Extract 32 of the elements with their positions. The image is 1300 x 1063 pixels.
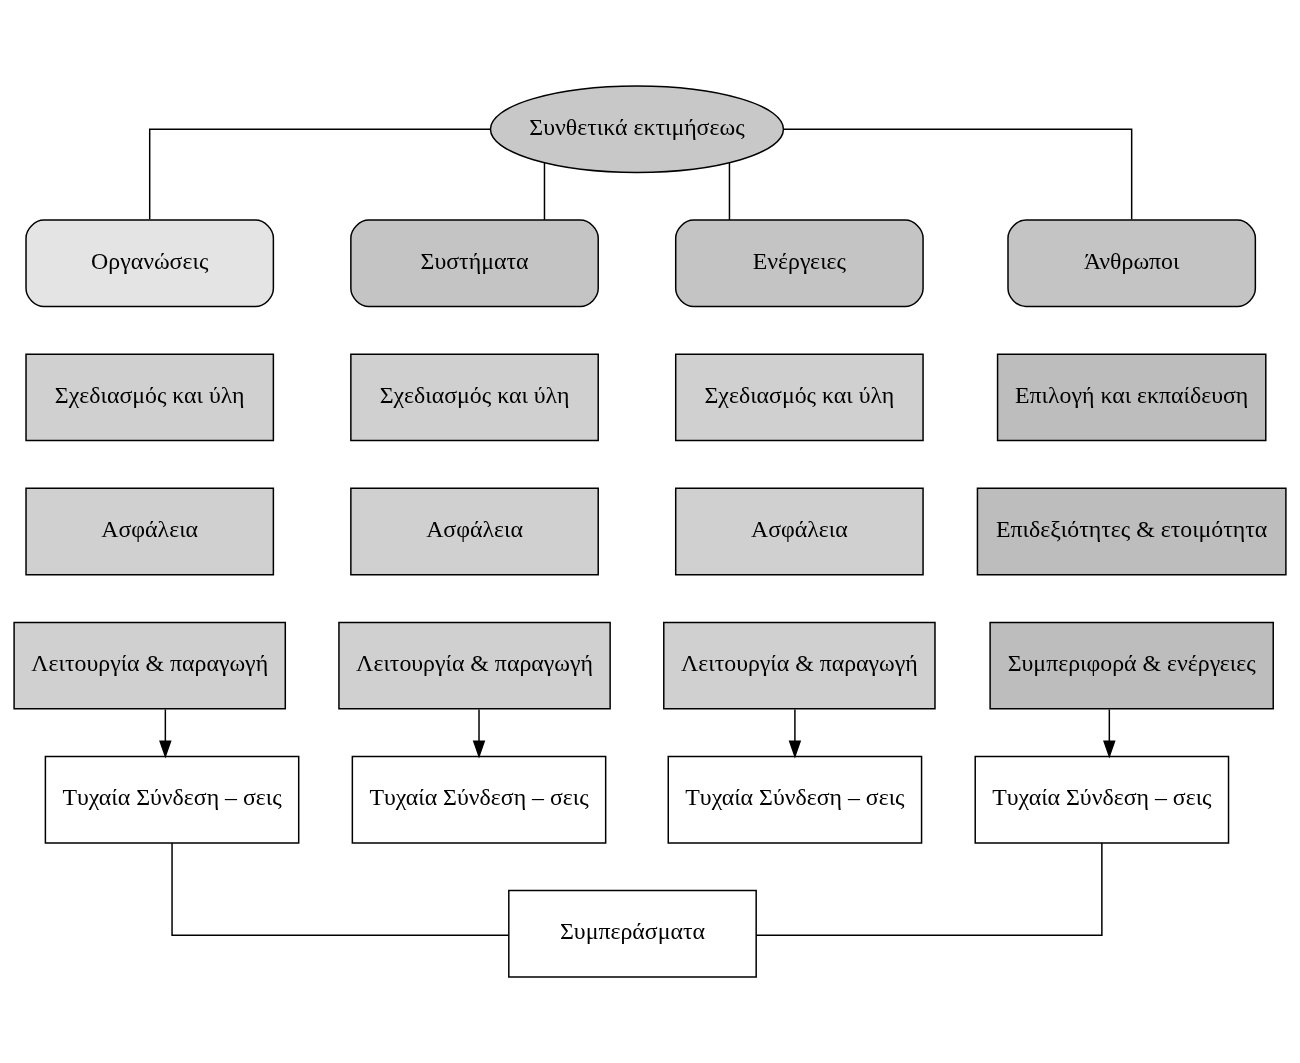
node-box: Λειτουργία & παραγωγή: [338, 621, 611, 710]
node-box: Επιλογή και εκπαίδευση: [996, 353, 1267, 442]
arrow: [159, 708, 172, 759]
node-box: Ασφάλεια: [674, 487, 924, 576]
arrow: [788, 708, 802, 759]
node-box: Συμπεριφορά & ενέργειες: [989, 621, 1274, 710]
node-box: Ασφάλεια: [25, 487, 275, 576]
node-box: Οργανώσεις: [25, 219, 275, 308]
node-box: Λειτουργία & παραγωγή: [663, 621, 936, 710]
node-box: Τυχαία Σύνδεση – σεις: [667, 755, 923, 844]
connector: [171, 842, 510, 937]
node-box: Σχεδιασμός και ύλη: [350, 353, 599, 442]
node-box: Επιδεξιότητες & ετοιμότητα: [976, 487, 1287, 576]
node-box: Σχεδιασμός και ύλη: [25, 353, 275, 442]
node-box: Τυχαία Σύνδεση – σεις: [351, 755, 607, 844]
connector: [148, 128, 491, 221]
arrow: [472, 708, 486, 759]
node-box: Συμπεράσματα: [508, 889, 757, 978]
connector: [755, 842, 1103, 937]
node-ellipse: Συνθετικά εκτιμήσεως: [489, 85, 785, 174]
node-box: Λειτουργία & παραγωγή: [13, 621, 287, 710]
connector: [728, 162, 731, 221]
connector: [543, 162, 546, 221]
node-box: Ενέργειες: [674, 219, 924, 308]
node-box: Σχεδιασμός και ύλη: [674, 353, 924, 442]
arrow: [1103, 708, 1116, 759]
connector: [782, 128, 1133, 221]
node-box: Τυχαία Σύνδεση – σεις: [44, 755, 300, 844]
node-box: Τυχαία Σύνδεση – σεις: [974, 755, 1230, 844]
node-box: Συστήματα: [350, 219, 599, 308]
node-box: Ασφάλεια: [350, 487, 599, 576]
node-box: Άνθρωποι: [1007, 219, 1257, 308]
